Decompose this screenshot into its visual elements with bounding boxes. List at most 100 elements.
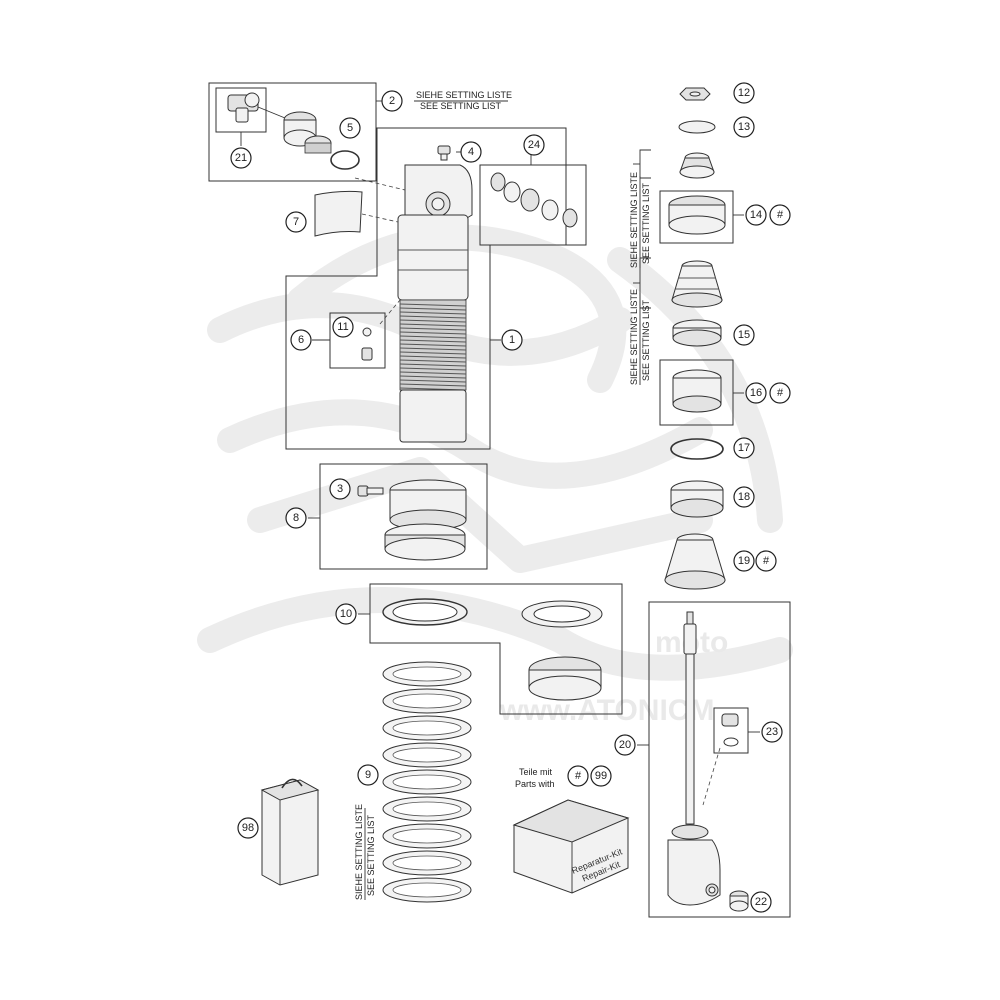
part-8-preload-ring [384, 479, 467, 561]
callout-label: 9 [365, 769, 371, 781]
callout-label: 12 [738, 87, 750, 99]
callout-19: 19 [733, 550, 755, 572]
callout-22: 22 [750, 891, 772, 913]
group-spring-seats [369, 583, 623, 715]
callout-label: # [575, 770, 582, 782]
repair-kit: Reparatur-Kit Repair-Kit [512, 799, 630, 894]
watermark-url: www.ATONICM [499, 694, 714, 727]
callout-label: 4 [468, 146, 474, 158]
part-11-bleed-screw [361, 327, 373, 361]
part-12-nut [679, 87, 711, 101]
callout-label: # [777, 209, 784, 221]
callout-24: 24 [523, 134, 545, 156]
callout-14: 14 [745, 204, 767, 226]
callout-label: 98 [242, 822, 254, 834]
callout-23: 23 [761, 721, 783, 743]
callout-label: 1 [509, 334, 515, 346]
callout-20: 20 [614, 734, 636, 756]
part-22-bushing [729, 890, 749, 912]
callout-21: 21 [230, 147, 252, 169]
kit-legend-en: Parts with [515, 779, 555, 789]
callout-label: 6 [298, 334, 304, 346]
setting-note-9: SIEHE SETTING LISTE SEE SETTING LIST [354, 804, 376, 900]
group-preload-adjuster [319, 463, 488, 570]
callout-16: 16 [745, 382, 767, 404]
callout-label: 13 [738, 121, 750, 133]
part-19-bump-cap [664, 533, 726, 590]
callout-label: # [763, 555, 770, 567]
callout-7: 7 [285, 211, 307, 233]
svg-text:SIEHE SETTING LISTE: SIEHE SETTING LISTE [629, 289, 639, 385]
callout-label: 24 [528, 139, 540, 151]
callout-label: 15 [738, 329, 750, 341]
callout-99: 99 [590, 765, 612, 787]
part-3-bolt [357, 485, 384, 497]
part-21-adjuster [227, 92, 286, 123]
part-bump-rubber [679, 152, 715, 179]
callout-label: 23 [766, 726, 778, 738]
setting-note-15: SIEHE SETTING LISTE SEE SETTING LIST [629, 289, 651, 385]
part-15-washer [672, 319, 722, 347]
callout-label: # [777, 387, 784, 399]
part-98-oil-can [260, 778, 320, 886]
callout-label: 99 [595, 770, 607, 782]
part-13-washer [678, 120, 716, 134]
part-10-spring-seat [521, 600, 603, 701]
callout-15: 15 [733, 324, 755, 346]
setting-note-2: SIEHE SETTING LISTE SEE SETTING LIST [414, 90, 512, 111]
callout-label: 11 [337, 321, 348, 333]
callout-12: 12 [733, 82, 755, 104]
part-5-valve-assembly [283, 111, 360, 170]
part-20-piston-rod [667, 611, 721, 906]
part-16-seal-head [672, 369, 722, 413]
callout-5: 5 [339, 117, 361, 139]
part-4-valve [437, 145, 451, 161]
part-18-retainer [670, 480, 724, 518]
callout-6: 6 [290, 329, 312, 351]
kit-legend-de: Teile mit [519, 767, 553, 777]
callout-13: 13 [733, 116, 755, 138]
callout-label: 5 [347, 122, 353, 134]
callout-label: 2 [389, 95, 395, 107]
callout-label: 10 [340, 608, 352, 620]
callout-1: 1 [501, 329, 523, 351]
callout-label: 16 [750, 387, 762, 399]
callout-label: 14 [750, 209, 762, 221]
callout-label: 8 [293, 512, 299, 524]
svg-text:SIEHE SETTING LISTE: SIEHE SETTING LISTE [416, 90, 512, 100]
callout-2: 2 [381, 90, 403, 112]
part-14-compression-adjuster [668, 195, 726, 235]
callout-8: 8 [285, 507, 307, 529]
setting-note-14: SIEHE SETTING LISTE SEE SETTING LIST [629, 172, 651, 268]
callout-label: 19 [738, 555, 750, 567]
svg-text:SEE SETTING LIST: SEE SETTING LIST [641, 299, 651, 381]
callout-label: 7 [293, 216, 299, 228]
part-1-shock-body [397, 164, 473, 443]
callout-18: 18 [733, 486, 755, 508]
callout-h19: # [755, 550, 777, 572]
callout-label: 21 [235, 152, 247, 164]
callout-label: 3 [337, 483, 343, 495]
part-23-valve [721, 713, 739, 747]
callout-17: 17 [733, 437, 755, 459]
callout-98: 98 [237, 817, 259, 839]
callout-h14: # [769, 204, 791, 226]
callouts: 1234567891011121314151617181920212223249… [230, 82, 791, 913]
callout-label: 17 [738, 442, 750, 454]
group-reservoir-cap [208, 82, 384, 182]
right-column-parts [633, 87, 734, 590]
part-bump-stop [671, 260, 723, 308]
svg-text:SEE SETTING LIST: SEE SETTING LIST [366, 814, 376, 896]
callout-9: 9 [357, 764, 379, 786]
callout-label: 18 [738, 491, 750, 503]
svg-text:SIEHE SETTING LISTE: SIEHE SETTING LISTE [354, 804, 364, 900]
group-damper-rod [648, 601, 791, 918]
part-17-circlip [670, 438, 724, 460]
callout-4: 4 [460, 141, 482, 163]
part-9-spring [382, 661, 472, 903]
callout-h16: # [769, 382, 791, 404]
svg-text:SEE SETTING LIST: SEE SETTING LIST [420, 101, 502, 111]
callout-10: 10 [335, 603, 357, 625]
part-24-seal-set [490, 172, 578, 228]
